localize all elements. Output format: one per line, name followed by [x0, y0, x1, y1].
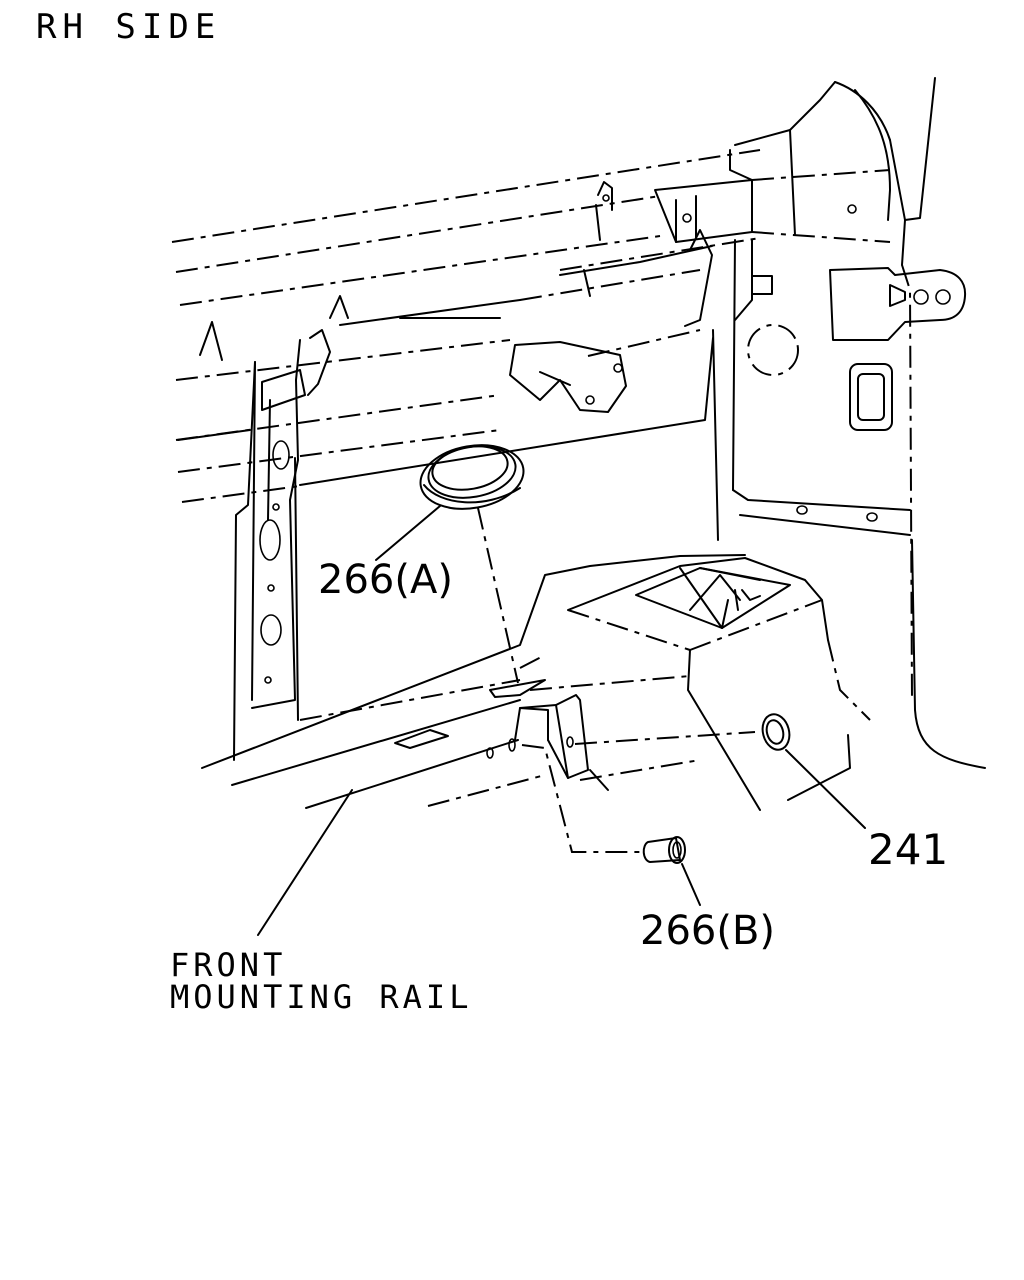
plug-266b: [521, 744, 701, 906]
callout-266b: 266(B): [640, 908, 775, 954]
top-cross-member: [339, 179, 753, 326]
view-label: RH SIDE: [36, 7, 221, 47]
grommet-266a: [375, 444, 525, 684]
callout-241: 241: [868, 825, 948, 874]
floor-rail: [201, 554, 746, 809]
rail-bracket: [486, 694, 609, 791]
rail-label-line2: MOUNTING RAIL: [170, 978, 472, 1016]
upper-rails: [171, 149, 761, 503]
center-frame: [294, 229, 714, 721]
rail-leader: [257, 789, 353, 936]
side-bracket: [829, 267, 967, 431]
callout-266a: 266(A): [318, 557, 453, 603]
floor-tunnel: [567, 557, 871, 811]
vertical-post: [177, 295, 349, 761]
rail-label-line1: FRONT: [170, 946, 286, 984]
rh-pillar: [712, 77, 986, 769]
grommet-241: [574, 713, 866, 829]
